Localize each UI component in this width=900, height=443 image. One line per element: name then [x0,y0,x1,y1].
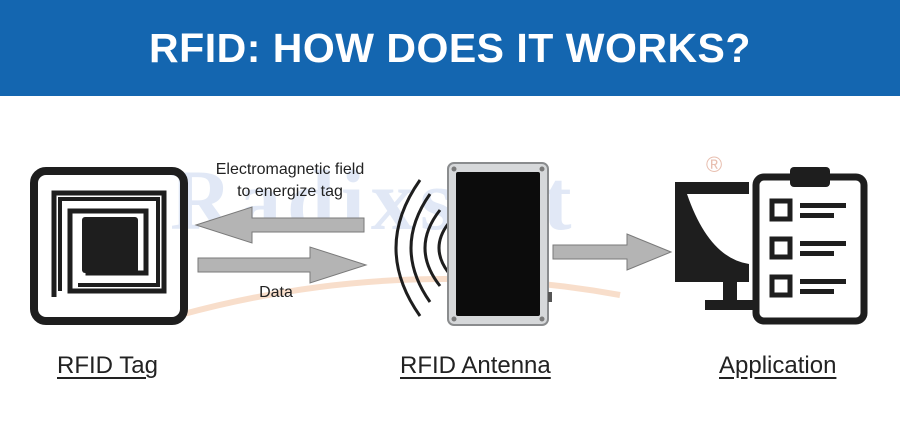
rfid-tag-icon [30,167,188,325]
page-title: RFID: HOW DOES IT WORKS? [149,24,751,71]
data-arrow-label: Data [259,284,293,301]
data-arrow-icon [197,246,368,284]
energize-label-line2: to energize tag [237,183,343,200]
watermark-registered-mark: ® [706,152,723,177]
energize-arrow-icon [194,206,365,244]
rfid-antenna-label: RFID Antenna [400,352,551,379]
application-label: Application [719,352,837,379]
title-banner: RFID: HOW DOES IT WORKS? [0,0,900,96]
clipboard-checklist-icon [752,167,868,325]
rfid-antenna-icon [447,162,552,326]
energize-label-line1: Electromagnetic field [215,161,365,178]
rfid-tag-label: RFID Tag [57,352,158,379]
output-arrow-icon [552,233,673,271]
computer-monitor-icon [675,182,755,310]
energize-arrow-label: Electromagnetic field to energize tag [190,159,390,203]
radio-waves-icon [394,179,450,317]
